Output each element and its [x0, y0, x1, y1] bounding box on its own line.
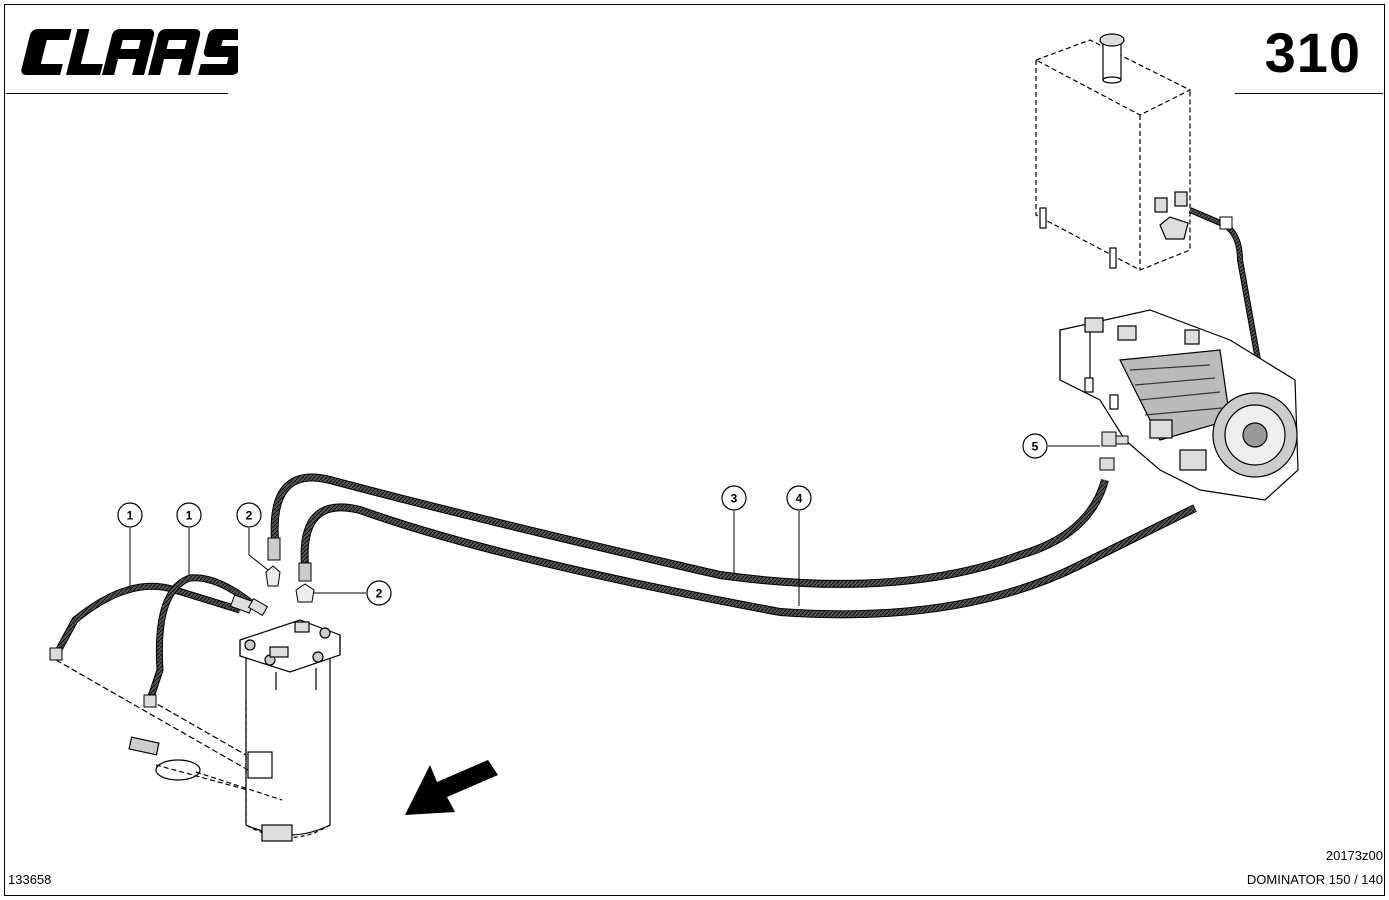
oil-filter: [239, 619, 341, 842]
hose-1b: [146, 574, 265, 702]
callout-3: 3: [721, 485, 747, 511]
hose-1a: [52, 582, 242, 657]
page-number: 310: [1264, 21, 1361, 84]
callout-2b: 2: [366, 580, 392, 606]
callout-2a: 2: [236, 502, 262, 528]
svg-text:4: 4: [796, 492, 803, 506]
hose-3: [270, 473, 1109, 588]
svg-text:1: 1: [186, 509, 193, 523]
fittings-2: [265, 537, 315, 603]
svg-text:3: 3: [731, 492, 738, 506]
fitting-5: [1099, 431, 1129, 471]
hose-4: [300, 503, 1197, 619]
callout-1b: 1: [176, 502, 202, 528]
drawing-code: 20173z00: [1325, 848, 1383, 863]
document-number: 133658: [8, 872, 52, 887]
oil-tank: [1034, 39, 1192, 271]
svg-text:2: 2: [376, 587, 383, 601]
hydraulic-pump: [1059, 309, 1299, 501]
hose-fittings-1: [49, 594, 269, 708]
tank-return-line: [1188, 207, 1261, 361]
filter-sensor: [55, 659, 283, 801]
svg-text:2: 2: [246, 509, 253, 523]
header-rule-left: [6, 93, 228, 94]
svg-text:5: 5: [1032, 440, 1039, 454]
svg-text:1: 1: [127, 509, 134, 523]
claas-logo: [21, 29, 238, 75]
callout-1a: 1: [117, 502, 143, 528]
callout-leaders: [129, 445, 1100, 606]
callout-5: 5: [1022, 433, 1048, 459]
tank-filler-cap: [1099, 33, 1125, 84]
model-name: DOMINATOR 150 / 140: [1246, 872, 1383, 887]
callout-4: 4: [786, 485, 812, 511]
direction-arrow: [405, 760, 498, 815]
tank-fittings: [1039, 191, 1189, 269]
page-frame: [4, 4, 1385, 896]
header-rule-right: [1235, 93, 1383, 94]
